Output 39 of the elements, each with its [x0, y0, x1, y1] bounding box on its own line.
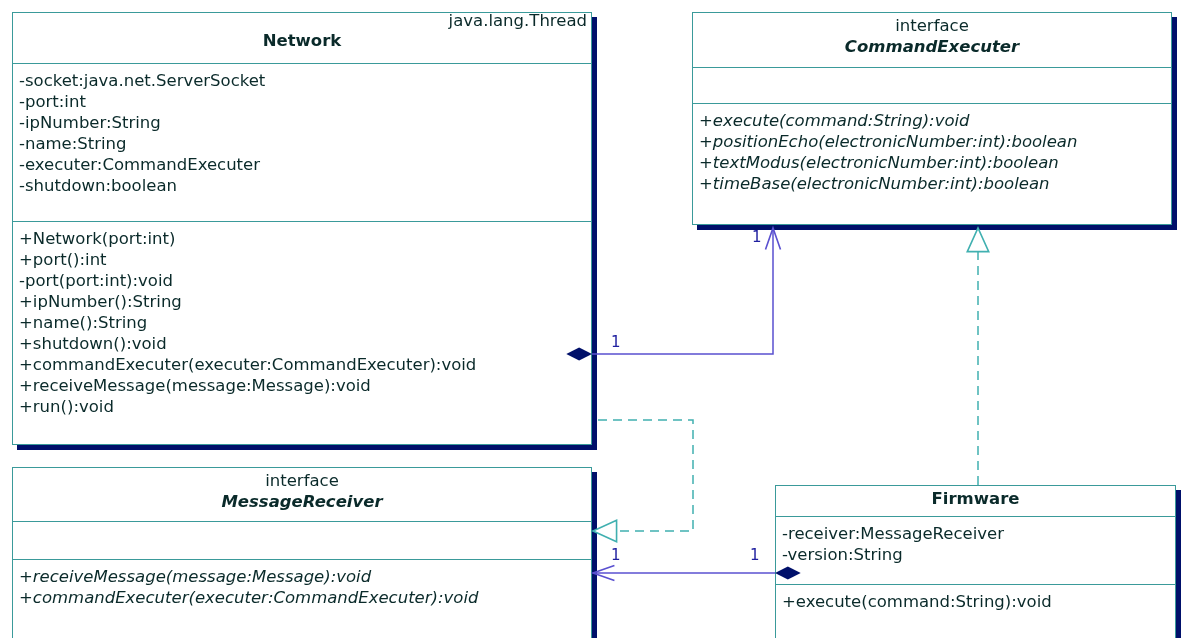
- method-text: +shutdown():void: [19, 333, 167, 354]
- method-text: +receiveMessage(message:Message):void: [19, 375, 371, 396]
- multiplicity-label: 1: [611, 547, 621, 563]
- class-name: Network: [262, 30, 342, 51]
- class-name: MessageReceiver: [221, 491, 383, 512]
- multiplicity-label: 1: [611, 334, 621, 350]
- attribute-text: -executer:CommandExecuter: [19, 154, 260, 175]
- multiplicity-label: 1: [752, 229, 762, 245]
- attribute-text: -name:String: [19, 133, 127, 154]
- realization-arrow: [592, 419, 694, 543]
- method-text: +positionEcho(electronicNumber:int):boolean: [699, 131, 1078, 152]
- attribute-text: -socket:java.net.ServerSocket: [19, 70, 266, 91]
- multiplicity-label: 1: [750, 547, 760, 563]
- stereotype-label: java.lang.Thread: [448, 12, 587, 30]
- method-text: +commandExecuter(executer:CommandExecuter):void: [19, 354, 477, 375]
- method-text: +name():String: [19, 312, 148, 333]
- composition-arrow: [592, 564, 801, 582]
- method-text: +textModus(electronicNumber:int):boolean: [699, 152, 1059, 173]
- attribute-text: -version:String: [782, 544, 903, 565]
- method-text: +ipNumber():String: [19, 291, 182, 312]
- realization-arrow: [966, 227, 990, 486]
- method-text: +Network(port:int): [19, 228, 176, 249]
- class-name: Firmware: [931, 488, 1020, 509]
- method-text: +run():void: [19, 396, 114, 417]
- method-text: -port(port:int):void: [19, 270, 174, 291]
- attribute-text: -ipNumber:String: [19, 112, 161, 133]
- method-text: +execute(command:String):void: [782, 591, 1052, 612]
- class-name: CommandExecuter: [844, 36, 1020, 57]
- composition-arrow: [566, 227, 782, 361]
- method-text: +receiveMessage(message:Message):void: [19, 566, 372, 587]
- attribute-text: -port:int: [19, 91, 86, 112]
- method-text: +timeBase(electronicNumber:int):boolean: [699, 173, 1050, 194]
- attribute-text: -receiver:MessageReceiver: [782, 523, 1004, 544]
- method-text: +execute(command:String):void: [699, 110, 970, 131]
- stereotype-label: interface: [265, 470, 339, 491]
- attribute-text: -shutdown:boolean: [19, 175, 177, 196]
- stereotype-label: interface: [895, 15, 969, 36]
- method-text: +port():int: [19, 249, 107, 270]
- method-text: +commandExecuter(executer:CommandExecuter):void: [19, 587, 479, 608]
